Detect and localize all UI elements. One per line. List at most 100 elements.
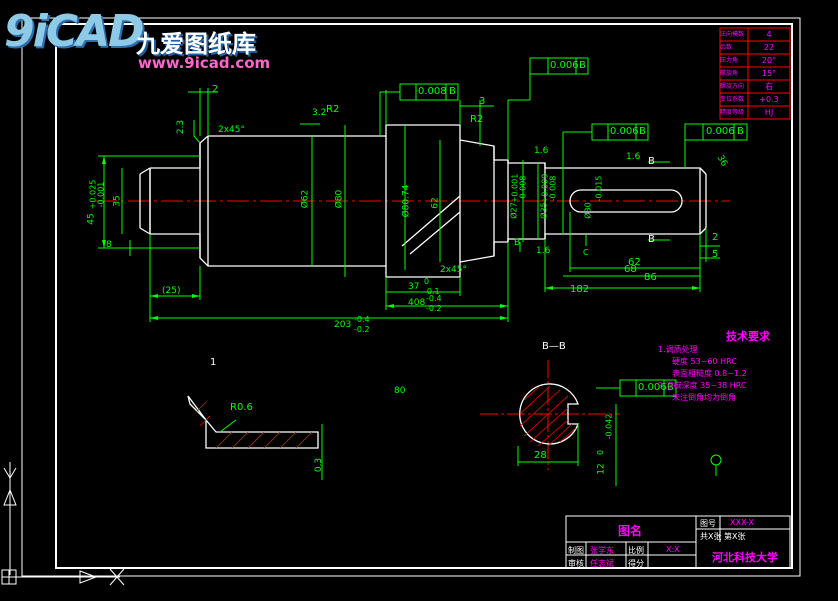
dimension-lines (98, 66, 720, 322)
dim-1-6c: 1.6 (536, 246, 551, 256)
tech-requirements-title: 技术要求 (726, 330, 770, 343)
dim-5: 5 (712, 249, 719, 260)
dim-12: 12 (596, 463, 607, 475)
dim-chamfer-bottom: 2x45° (440, 265, 468, 275)
dim-r2-right: R2 (470, 114, 484, 125)
dim-2-right: 2 (712, 232, 719, 243)
outer-frame (21, 17, 801, 577)
dim-36: 36 (714, 153, 729, 169)
datum-b: B (514, 238, 521, 248)
tb-grade-label: 得分 (628, 559, 644, 568)
dim-tol35b: -0.008 (548, 175, 558, 202)
dim-0-3: 0.3 (314, 457, 325, 473)
tech-requirement-line: 2.渗碳深度 35~38 HRC (658, 381, 747, 390)
fcf1-value: 0.006 (550, 60, 579, 71)
watermark-logo: 9iCAD (4, 6, 145, 57)
fcf3-value: 0.006 (610, 126, 639, 137)
spec-table-grid (719, 27, 791, 120)
dim-3-top: 3 (479, 96, 486, 107)
section-mark-b-bot: B (648, 234, 655, 245)
dim-45: 45 (86, 213, 97, 225)
tb-school: 河北科技大学 (712, 551, 778, 564)
tech-requirement-line: 1.调质处理 (658, 345, 698, 354)
dim-r0-6: R0.6 (230, 402, 253, 413)
tech-requirement-line: 未注倒角均为倒角 (672, 393, 736, 402)
dim-r2-left: R2 (326, 104, 340, 115)
label-c: C (583, 248, 589, 257)
spec-value: 22 (763, 43, 775, 52)
spec-row: 压力角 20° (720, 54, 790, 67)
spec-value: 20° (761, 56, 777, 65)
spec-value: +0.3 (759, 95, 779, 104)
spec-label: 压力角 (720, 57, 739, 64)
fcf3-ref: B (639, 126, 646, 137)
dim-tol45b: -0.001 (96, 181, 106, 208)
dim-12-lower: -0.042 (604, 413, 614, 440)
dim-37-upper: 0 (424, 277, 430, 286)
dim-203-lower: -0.2 (354, 325, 370, 334)
dim-12-upper: 0 (596, 449, 606, 456)
dim-62: 62 (628, 257, 641, 268)
dim-3-2: 3.2 (312, 108, 327, 118)
dim-408-lower: -0.2 (426, 304, 442, 313)
spec-label: 螺旋角 (720, 70, 739, 77)
dim-37: 37 (408, 282, 420, 292)
dim-86: 86 (644, 272, 657, 283)
tb-scale-label: 比例 (628, 546, 644, 555)
dim-2-3: 2.3 (176, 119, 187, 135)
dim-8: 8 (106, 240, 112, 250)
fcf4-ref: B (737, 126, 744, 137)
tb-drawn-label: 制图 (568, 546, 584, 555)
dim-408-upper: -0.4 (426, 294, 442, 303)
fcf1-ref: B (579, 60, 586, 71)
dim-tol27b: -0.008 (518, 175, 528, 202)
section-title: B—B (542, 341, 566, 352)
spec-label: 精度等级 (720, 109, 745, 116)
dim-182: 182 (570, 284, 590, 295)
spec-value: 右 (765, 82, 773, 91)
dim-28: 28 (534, 450, 547, 461)
tb-scale: X:X (666, 545, 680, 554)
tb-sheets: 共X张 第X张 (700, 532, 746, 541)
tb-drawing-no: XXX-X (730, 518, 755, 527)
dim-68: 68 (624, 264, 637, 275)
spec-label: 螺旋方向 (720, 83, 745, 90)
dim-203-upper: -0.4 (354, 315, 370, 324)
roughness-80: 80 (394, 386, 406, 396)
title-block-grid (565, 515, 791, 569)
dim-chamfer-left: 2x45° (218, 125, 246, 135)
ucs-icon (1, 462, 125, 586)
tb-drawing-no-label: 图号 (700, 519, 716, 528)
dim-408: 408 (408, 298, 426, 308)
section-mark-b-top: B (648, 156, 655, 167)
dim-2-top: 2 (212, 84, 219, 95)
tb-checked-by: 任志斌 (590, 559, 614, 568)
tech-requirement-line: 表面粗糙度 0.8~1.2 (672, 369, 747, 378)
spec-row: 变位系数+0.3 (720, 93, 790, 106)
watermark-url: www.9icad.com (138, 54, 271, 72)
dim-tol30a: -0.015 (594, 175, 604, 202)
dim-1-6a: 1.6 (534, 146, 549, 156)
tb-drawn-by: 张学东 (590, 546, 614, 555)
dim-phi35: Ø35 (539, 202, 549, 219)
dim-phi27: Ø27 (509, 202, 519, 219)
dim-37-lower: -0.1 (424, 287, 440, 296)
fcf2-ref: B (449, 86, 456, 97)
dim-phi30: Ø30 (583, 202, 593, 219)
dim-62-helix: 62 (430, 197, 441, 209)
dim-25: (25) (162, 286, 181, 296)
spec-row: 螺旋方向 右 (720, 80, 790, 93)
detail-view-1 (187, 395, 323, 480)
inner-frame (55, 23, 793, 569)
fcf5-value: 0.006 (638, 382, 667, 393)
fcf5-ref: B (667, 382, 674, 393)
spec-label: 法向模数 (720, 31, 745, 38)
tb-checked-label: 审核 (568, 559, 584, 568)
